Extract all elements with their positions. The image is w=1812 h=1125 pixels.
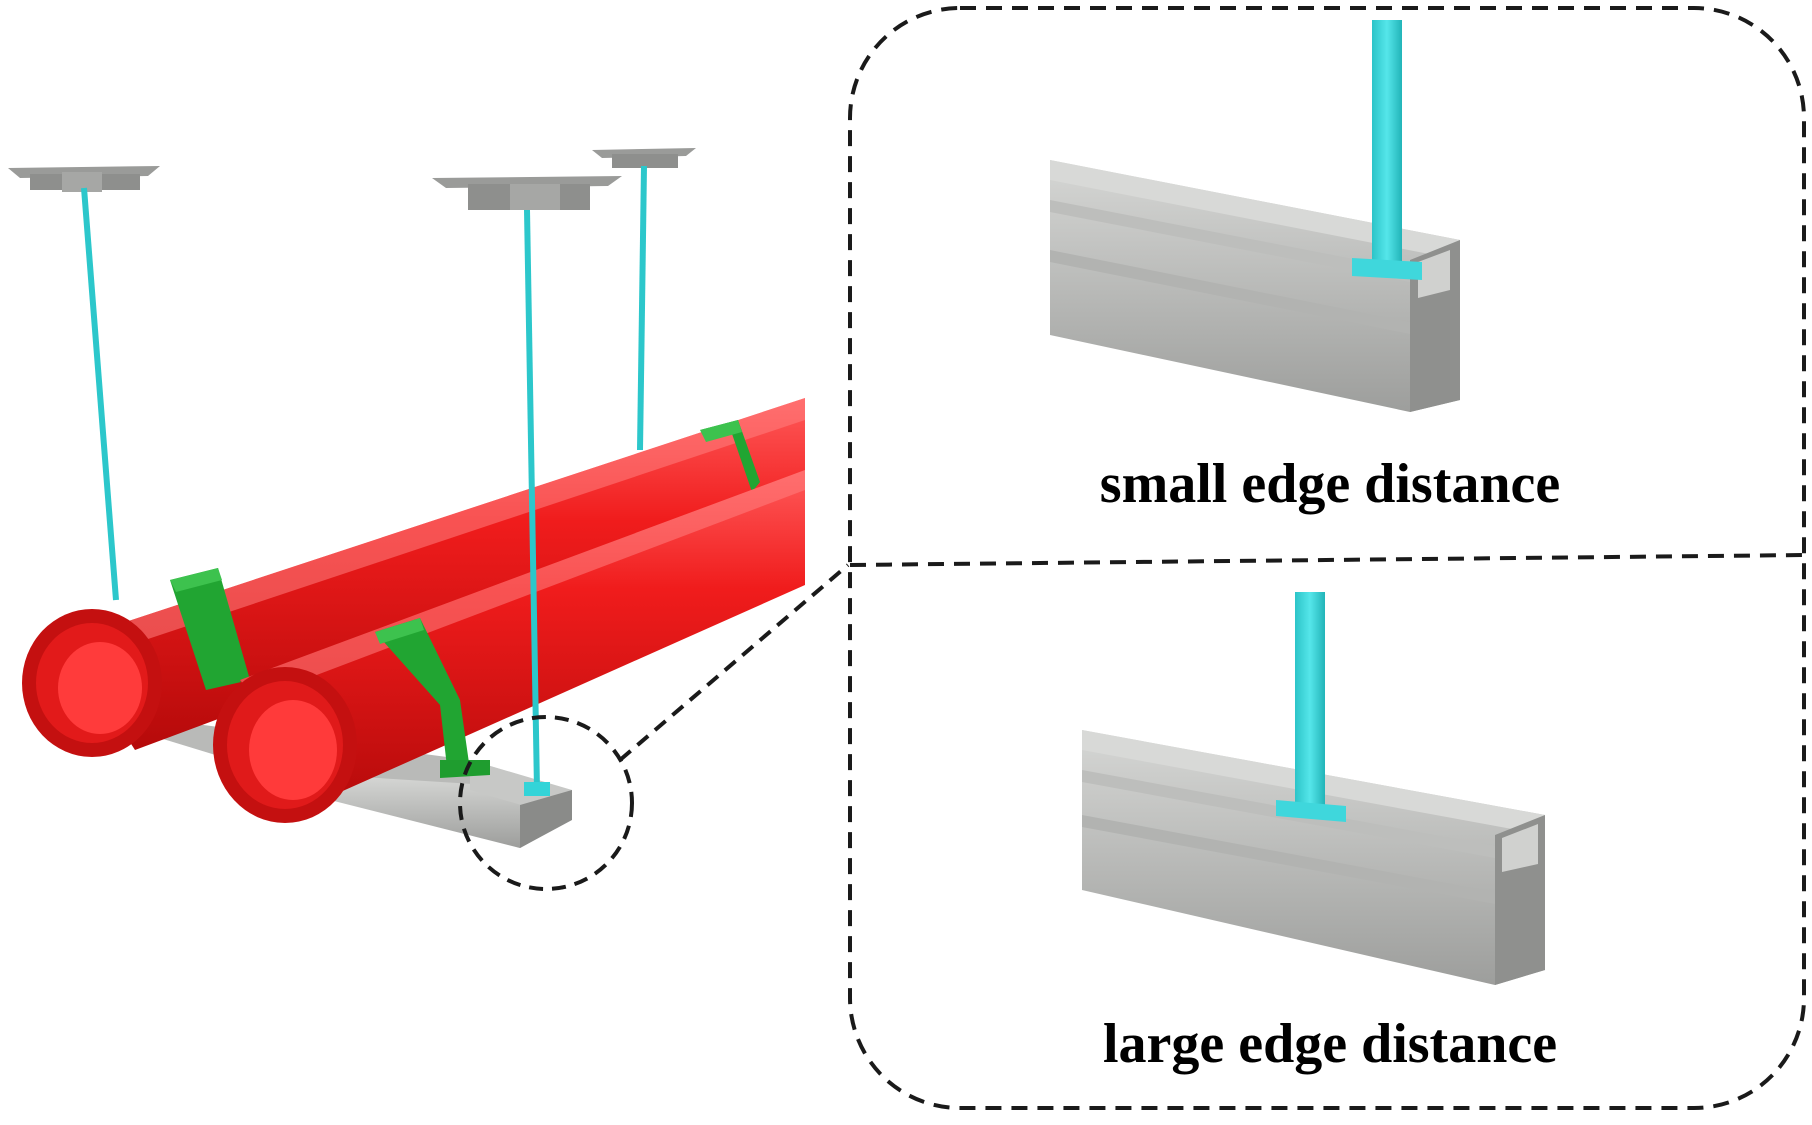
- rod-large-edge: [1295, 592, 1325, 812]
- rod-base-large-edge: [1276, 800, 1346, 822]
- rod-base-small-edge: [1352, 258, 1422, 280]
- channel-detail-small-edge: [1050, 20, 1460, 412]
- rod-nut: [524, 782, 550, 796]
- label-large-edge-distance: large edge distance: [1102, 1013, 1558, 1075]
- hanger-rod-left: [81, 187, 119, 601]
- pipe-back: [22, 398, 805, 757]
- ceiling-plate-middle: [432, 176, 622, 210]
- pipe-support-assembly: [8, 148, 850, 891]
- rod-small-edge: [1372, 20, 1402, 265]
- ceiling-plate-right: [592, 148, 696, 168]
- clamp-back-rear: [700, 420, 760, 492]
- zoom-circle: [458, 715, 634, 891]
- channel-detail-large-edge: [1082, 592, 1545, 985]
- detail-inset: [848, 6, 1806, 1110]
- hanger-rod-middle: [524, 209, 540, 791]
- inset-frame: [848, 6, 1806, 1110]
- clamp-back-front: [170, 568, 250, 690]
- label-small-edge-distance: small edge distance: [1099, 453, 1561, 515]
- hanger-rod-back: [637, 165, 647, 451]
- ceiling-plate-left: [8, 166, 160, 192]
- inset-divider: [849, 553, 1805, 567]
- zoom-connector-top: [618, 563, 850, 762]
